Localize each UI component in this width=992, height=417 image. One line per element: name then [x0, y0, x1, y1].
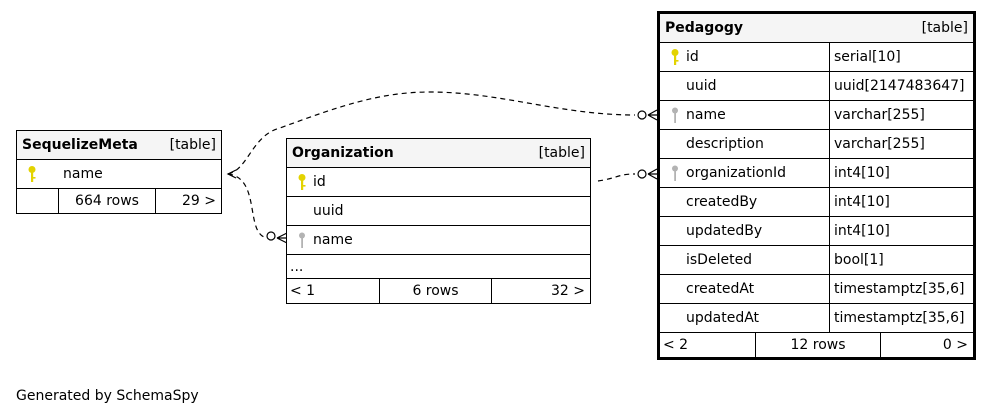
footer-prev — [17, 189, 58, 213]
column-type: timestamptz[35,6] — [829, 275, 973, 303]
primary-key-icon — [17, 165, 43, 183]
table-organization[interactable]: Organization [table] id uuid name ... < … — [286, 138, 591, 304]
column-row: organizationId int4[10] — [660, 159, 973, 188]
column-name: uuid — [686, 78, 717, 94]
column-row: createdAt timestamptz[35,6] — [660, 275, 973, 304]
column-row: uuid uuid[2147483647] — [660, 72, 973, 101]
table-name: Pedagogy — [665, 20, 744, 36]
column-row: description varchar[255] — [660, 130, 973, 159]
table-header: Organization [table] — [287, 139, 590, 168]
column-row: id serial[10] — [660, 43, 973, 72]
column-row: name — [287, 226, 590, 255]
link-organization-pedagogy-orgid — [597, 173, 636, 182]
table-kind: [table] — [538, 145, 585, 161]
column-row: createdBy int4[10] — [660, 188, 973, 217]
column-row: name — [17, 160, 221, 189]
link-meta-pedagogy-name — [227, 91, 636, 175]
column-row: name varchar[255] — [660, 101, 973, 130]
table-name: SequelizeMeta — [22, 137, 138, 153]
column-name: createdAt — [686, 281, 755, 297]
footer-next: 0 > — [880, 333, 973, 357]
primary-key-icon — [287, 173, 313, 191]
table-footer: 664 rows 29 > — [17, 189, 221, 213]
footer-rows: 12 rows — [755, 333, 880, 357]
table-header: SequelizeMeta [table] — [17, 131, 221, 160]
column-name: description — [686, 136, 764, 152]
foreign-key-icon — [660, 164, 686, 182]
column-row: id — [287, 168, 590, 197]
table-kind: [table] — [169, 137, 216, 153]
column-name: name — [313, 232, 353, 248]
column-type: timestamptz[35,6] — [829, 304, 973, 332]
column-name: uuid — [313, 203, 344, 219]
table-footer: < 2 12 rows 0 > — [660, 333, 973, 357]
column-row: updatedBy int4[10] — [660, 217, 973, 246]
column-name: id — [313, 174, 326, 190]
table-kind: [table] — [921, 20, 968, 36]
column-name: id — [686, 49, 699, 65]
column-type: varchar[255] — [829, 130, 973, 158]
footer-prev: < 2 — [663, 337, 689, 353]
column-type: serial[10] — [829, 43, 973, 71]
link-meta-organization-name — [227, 173, 269, 239]
footer-prev: < 1 — [290, 283, 316, 299]
column-name: name — [63, 166, 103, 182]
column-name: isDeleted — [686, 252, 753, 268]
column-type: varchar[255] — [829, 101, 973, 129]
footer-next: 29 > — [155, 189, 221, 213]
column-name: createdBy — [686, 194, 758, 210]
column-type: int4[10] — [829, 159, 973, 187]
table-footer: < 1 6 rows 32 > — [287, 279, 590, 303]
footer-rows: 6 rows — [379, 279, 491, 303]
footer-next: 32 > — [491, 279, 590, 303]
foreign-key-icon — [660, 106, 686, 124]
primary-key-icon — [660, 48, 686, 66]
column-name: name — [686, 107, 726, 123]
column-type: bool[1] — [829, 246, 973, 274]
foreign-key-icon — [287, 231, 313, 249]
column-type: int4[10] — [829, 188, 973, 216]
footer-rows: 664 rows — [58, 189, 155, 213]
more-columns-ellipsis: ... — [287, 255, 590, 279]
table-name: Organization — [292, 145, 394, 161]
table-header: Pedagogy [table] — [660, 14, 973, 43]
column-name: organizationId — [686, 165, 787, 181]
table-sequelize-meta[interactable]: SequelizeMeta [table] name 664 rows 29 > — [16, 130, 222, 214]
column-row: isDeleted bool[1] — [660, 246, 973, 275]
column-row: uuid — [287, 197, 590, 226]
column-name: updatedAt — [686, 310, 760, 326]
column-row: updatedAt timestamptz[35,6] — [660, 304, 973, 333]
table-pedagogy[interactable]: Pedagogy [table] id serial[10] uuid uuid[21… — [657, 11, 976, 360]
column-name: updatedBy — [686, 223, 763, 239]
column-type: int4[10] — [829, 217, 973, 245]
column-type: uuid[2147483647] — [829, 72, 973, 100]
generator-credit: Generated by SchemaSpy — [16, 388, 199, 404]
